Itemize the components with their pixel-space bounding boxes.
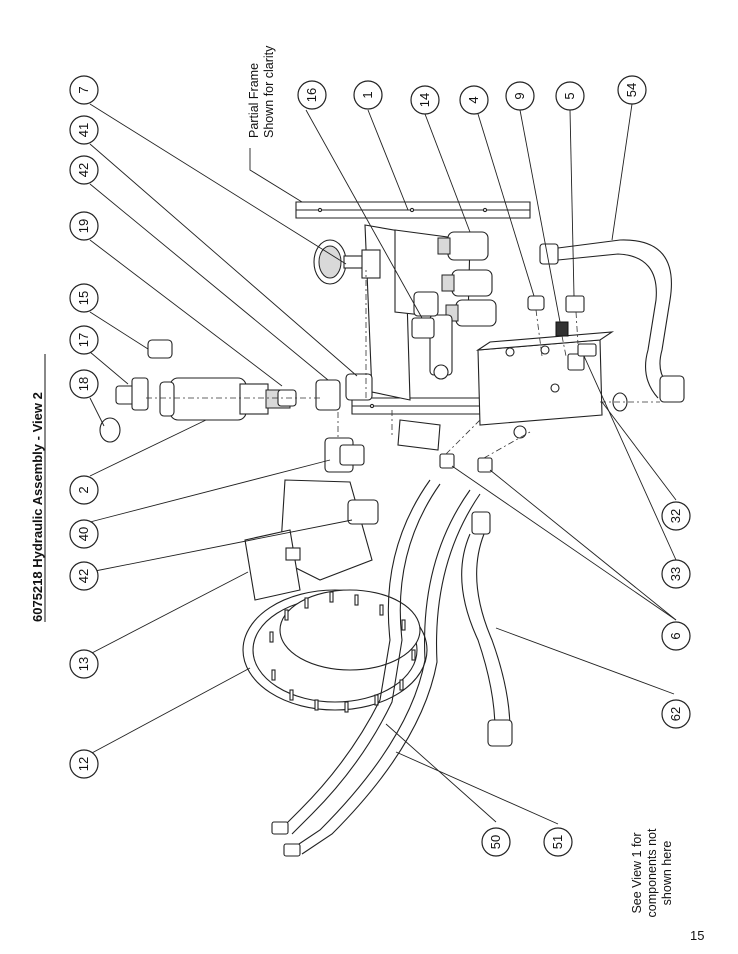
- callout-label-19: 19: [76, 219, 91, 233]
- see-view-note-line3: shown here: [660, 841, 674, 906]
- callout-label-5: 5: [562, 92, 577, 99]
- relief-valve: [411, 291, 453, 380]
- callout-label-1: 1: [360, 91, 375, 98]
- hoses-50-51: [271, 479, 481, 857]
- callout-label-62: 62: [668, 707, 683, 721]
- partial-frame-note-line1: Partial Frame: [247, 63, 261, 138]
- callout-label-7: 7: [76, 86, 91, 93]
- callout-label-15: 15: [76, 291, 91, 305]
- partial-frame-leader: [249, 148, 316, 211]
- pressure-gauge: [313, 239, 381, 285]
- callout-label-51: 51: [550, 835, 565, 849]
- callout-balloon-51: 51: [543, 827, 573, 857]
- callout-balloon-17: 17: [69, 325, 99, 355]
- callout-label-50: 50: [488, 835, 503, 849]
- assembly-centerlines: [146, 270, 660, 459]
- flange-bolts: [269, 591, 416, 713]
- callout-balloon-54: 54: [617, 75, 647, 105]
- callout-balloon-18: 18: [69, 369, 99, 399]
- callout-label-14: 14: [417, 93, 432, 107]
- manifold-fittings: [527, 295, 628, 412]
- fittings-6: [439, 453, 493, 473]
- callout-balloon-62: 62: [661, 699, 691, 729]
- callout-label-9: 9: [512, 92, 527, 99]
- callout-balloon-42-lower: 42: [69, 561, 99, 591]
- callout-balloon-41: 41: [69, 115, 99, 145]
- callout-label-13: 13: [76, 657, 91, 671]
- callout-label-40: 40: [76, 527, 91, 541]
- callout-label-4: 4: [466, 96, 481, 103]
- callout-balloon-1: 1: [353, 80, 383, 110]
- callout-balloon-6: 6: [661, 621, 691, 651]
- callout-balloon-16: 16: [297, 80, 327, 110]
- callout-balloon-15: 15: [69, 283, 99, 313]
- callout-label-18: 18: [76, 377, 91, 391]
- tee-fitting-40: [324, 437, 365, 473]
- callout-balloon-40: 40: [69, 519, 99, 549]
- callout-balloon-12: 12: [69, 749, 99, 779]
- page-number: 15: [690, 928, 705, 943]
- callout-label-33: 33: [668, 567, 683, 581]
- callout-balloon-5: 5: [555, 81, 585, 111]
- callout-label-2: 2: [76, 486, 91, 493]
- callout-balloon-32: 32: [661, 501, 691, 531]
- callout-label-42-lower: 42: [76, 569, 91, 583]
- motor-flange: [242, 589, 428, 711]
- callout-balloon-2: 2: [69, 475, 99, 505]
- callout-balloon-13: 13: [69, 649, 99, 679]
- callout-balloon-4: 4: [459, 85, 489, 115]
- callout-balloon-14: 14: [410, 85, 440, 115]
- leader-lines: [89, 103, 677, 825]
- see-view-note-line2: components not: [645, 828, 659, 917]
- page-title: 6075218 Hydraulic Assembly - View 2: [30, 392, 45, 622]
- callout-balloon-50: 50: [481, 827, 511, 857]
- callout-label-16: 16: [304, 88, 319, 102]
- quick-couplers: [437, 231, 497, 327]
- hydraulic-pump: [244, 479, 379, 601]
- fittings-15-17-18: [99, 339, 173, 443]
- callout-label-32: 32: [668, 509, 683, 523]
- callout-balloon-7: 7: [69, 75, 99, 105]
- callout-label-12: 12: [76, 757, 91, 771]
- callout-label-42-upper: 42: [76, 163, 91, 177]
- callout-balloon-33: 33: [661, 559, 691, 589]
- callout-balloon-19: 19: [69, 211, 99, 241]
- partial-frame-note-line2: Shown for clarity: [262, 45, 276, 138]
- callout-label-41: 41: [76, 123, 91, 137]
- see-view-note-line1: See View 1 for: [630, 832, 644, 913]
- callout-label-6: 6: [668, 632, 683, 639]
- fittings-41-42: [277, 373, 373, 411]
- callout-balloon-9: 9: [505, 81, 535, 111]
- filter-2: [159, 377, 291, 421]
- hose-54: [539, 239, 685, 403]
- callout-label-17: 17: [76, 333, 91, 347]
- callout-balloon-42-upper: 42: [69, 155, 99, 185]
- callout-label-54: 54: [624, 83, 639, 97]
- hose-62: [461, 511, 513, 747]
